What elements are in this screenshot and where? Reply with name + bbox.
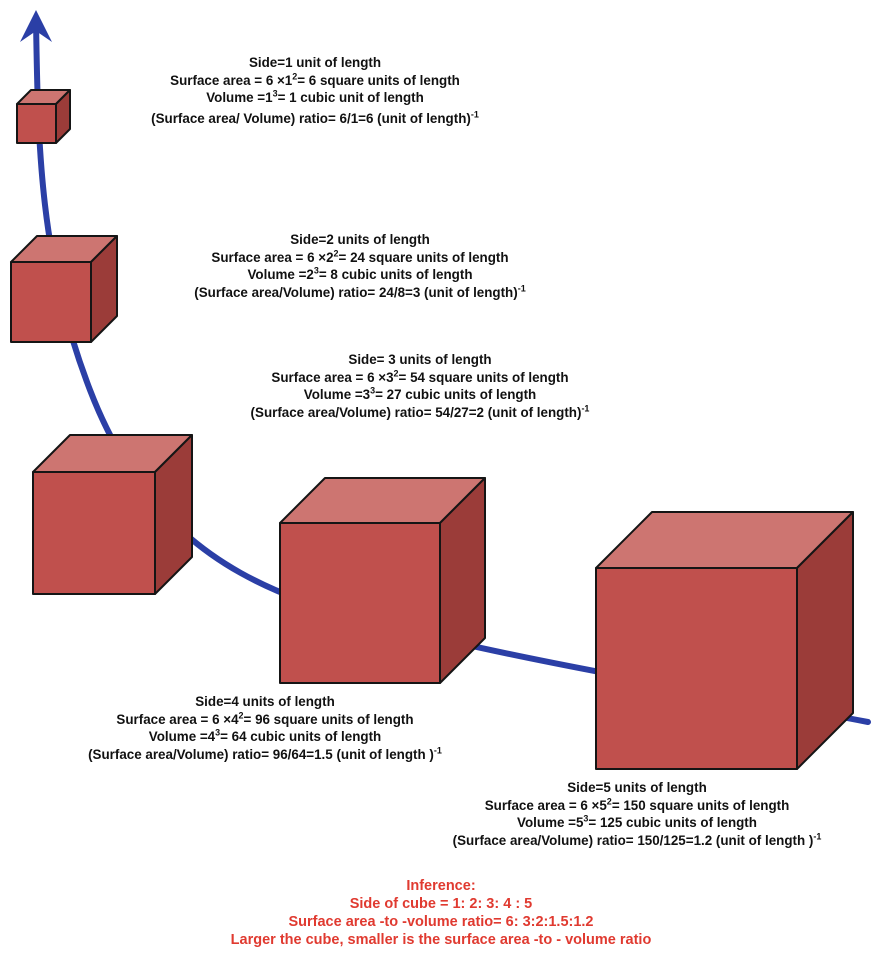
arrowhead-icon — [20, 10, 52, 42]
ratio-line: (Surface area/Volume) ratio= 54/27=2 (un… — [250, 403, 590, 420]
cube-1-label: Side=1 unit of length Surface area = 6 ×… — [95, 54, 535, 127]
side-line: Side=1 unit of length — [248, 55, 382, 70]
ratio-line: (Surface area/Volume) ratio= 150/125=1.2… — [452, 831, 822, 848]
cube-2-label: Side=2 units of length Surface area = 6 … — [125, 231, 595, 301]
cube-5-label: Side=5 units of length Surface area = 6 … — [392, 779, 882, 849]
cube-front-face — [10, 261, 92, 343]
volume-line: Volume =23= 8 cubic units of length — [247, 265, 473, 282]
inference-sides: Side of cube = 1: 2: 3: 4 : 5 — [349, 896, 533, 912]
cube-2 — [10, 235, 118, 343]
cube-front-face — [595, 567, 798, 770]
inference-heading: Inference: — [406, 878, 476, 894]
cube-4-label: Side=4 units of length Surface area = 6 … — [25, 693, 505, 763]
surface-area-line: Surface area = 6 ×12= 6 square units of … — [170, 71, 460, 88]
inference-block: Inference: Side of cube = 1: 2: 3: 4 : 5… — [0, 877, 882, 949]
ratio-line: (Surface area/ Volume) ratio= 6/1=6 (uni… — [151, 109, 479, 126]
volume-line: Volume =53= 125 cubic units of length — [517, 813, 757, 830]
cube-1 — [16, 89, 71, 144]
inference-conclusion: Larger the cube, smaller is the surface … — [230, 932, 652, 948]
ratio-line: (Surface area/Volume) ratio= 96/64=1.5 (… — [88, 745, 442, 762]
side-line: Side= 3 units of length — [348, 352, 492, 367]
side-line: Side=5 units of length — [567, 780, 707, 795]
side-line: Side=4 units of length — [195, 694, 335, 709]
cube-front-face — [16, 103, 57, 144]
cube-3-label: Side= 3 units of length Surface area = 6… — [190, 351, 650, 421]
side-line: Side=2 units of length — [290, 232, 430, 247]
cube-5 — [595, 511, 854, 770]
surface-area-line: Surface area = 6 ×22= 24 square units of… — [211, 248, 509, 265]
surface-area-line: Surface area = 6 ×32= 54 square units of… — [271, 368, 569, 385]
surface-area-line: Surface area = 6 ×42= 96 square units of… — [116, 710, 414, 727]
volume-line: Volume =43= 64 cubic units of length — [148, 727, 382, 744]
cube-3 — [32, 434, 193, 595]
volume-line: Volume =13= 1 cubic unit of length — [206, 88, 424, 105]
ratio-line: (Surface area/Volume) ratio= 24/8=3 (uni… — [194, 283, 526, 300]
surface-area-line: Surface area = 6 ×52= 150 square units o… — [484, 796, 790, 813]
cube-front-face — [32, 471, 156, 595]
cube-4 — [279, 477, 486, 684]
cube-front-face — [279, 522, 441, 684]
volume-line: Volume =33= 27 cubic units of length — [303, 385, 537, 402]
inference-ratios: Surface area -to -volume ratio= 6: 3:2:1… — [288, 914, 594, 930]
